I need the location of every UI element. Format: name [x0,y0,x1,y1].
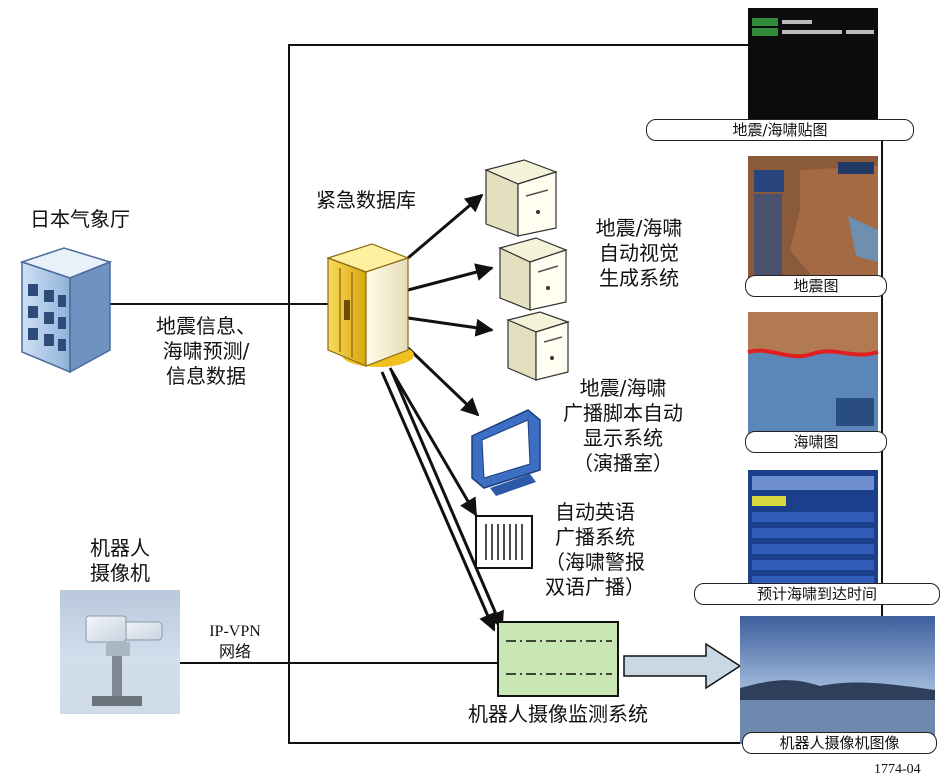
panel-caption-arrival-times: 预计海啸到达时间 [694,583,940,605]
panel-caption-earthquake-map: 地震图 [745,275,887,297]
monitor-system-box [497,621,619,697]
english-system-label-line: 广播系统 [555,525,635,549]
visual-system-label-line: 自动视觉 [599,241,679,265]
english-system-label-line: 双语广播） [545,575,645,599]
camera-label-line: 机器人 [90,536,150,560]
top-feed-line [288,44,748,283]
output-arrow [623,642,742,690]
vpn-label-line: IP-VPN [209,623,261,640]
data-flow-label-line: 地震信息、 [156,314,256,338]
tower-pc-icon-3 [506,311,570,381]
panel-caption-quake-tsunami-overlay: 地震/海啸贴图 [646,119,914,141]
vpn-label-line: 网络 [218,642,251,661]
script-system-label-line: 显示系统 [583,426,663,450]
visual-system-label: 地震/海啸 自动视觉 生成系统 [584,216,694,291]
vpn-label: IP-VPN 网络 [190,622,280,662]
tower-pc-icon-1 [484,159,558,237]
data-flow-label-line: 海啸预测/ [162,339,250,363]
english-system-label: 自动英语 广播系统 （海啸警报 双语广播） [530,500,660,600]
panel-caption-tsunami-map: 海啸图 [745,431,887,453]
script-system-label-line: 地震/海啸 [579,376,667,400]
english-system-label-line: （海啸警报 [545,550,645,574]
panel-1-quake-tsunami-overlay [748,8,878,130]
panel-5-camera-image [740,616,935,744]
tower-pc-icon-2 [498,237,568,311]
data-flow-label-line: 信息数据 [166,364,246,388]
bottom-feed-line [288,283,748,744]
panel-caption-camera-image: 机器人摄像机图像 [742,732,937,754]
data-flow-label: 地震信息、 海啸预测/ 信息数据 [136,314,276,389]
panel-2-earthquake-map [748,156,878,286]
visual-system-label-line: 生成系统 [599,266,679,290]
camera-label-line: 摄像机 [90,561,150,585]
script-system-label: 地震/海啸 广播脚本自动 显示系统 （演播室） [548,376,698,476]
panel-4-arrival-times [748,470,878,598]
agency-label: 日本气象厅 [30,207,130,231]
database-arrows [380,193,504,632]
database-server-icon [326,243,414,367]
monitor-system-label: 机器人摄像监测系统 [468,702,648,726]
script-system-label-line: （演播室） [573,451,673,475]
panel-3-tsunami-map [747,312,879,438]
figure-id: 1774-04 [874,762,921,777]
studio-monitor-icon [471,409,541,496]
camera-label: 机器人 摄像机 [70,536,170,586]
agency-building-icon [19,247,113,374]
visual-system-label-line: 地震/海啸 [595,216,683,240]
script-system-label-line: 广播脚本自动 [563,401,683,425]
robot-camera-photo [60,590,180,714]
database-label: 紧急数据库 [316,188,416,212]
english-broadcast-icon [475,515,533,569]
english-system-label-line: 自动英语 [555,500,635,524]
